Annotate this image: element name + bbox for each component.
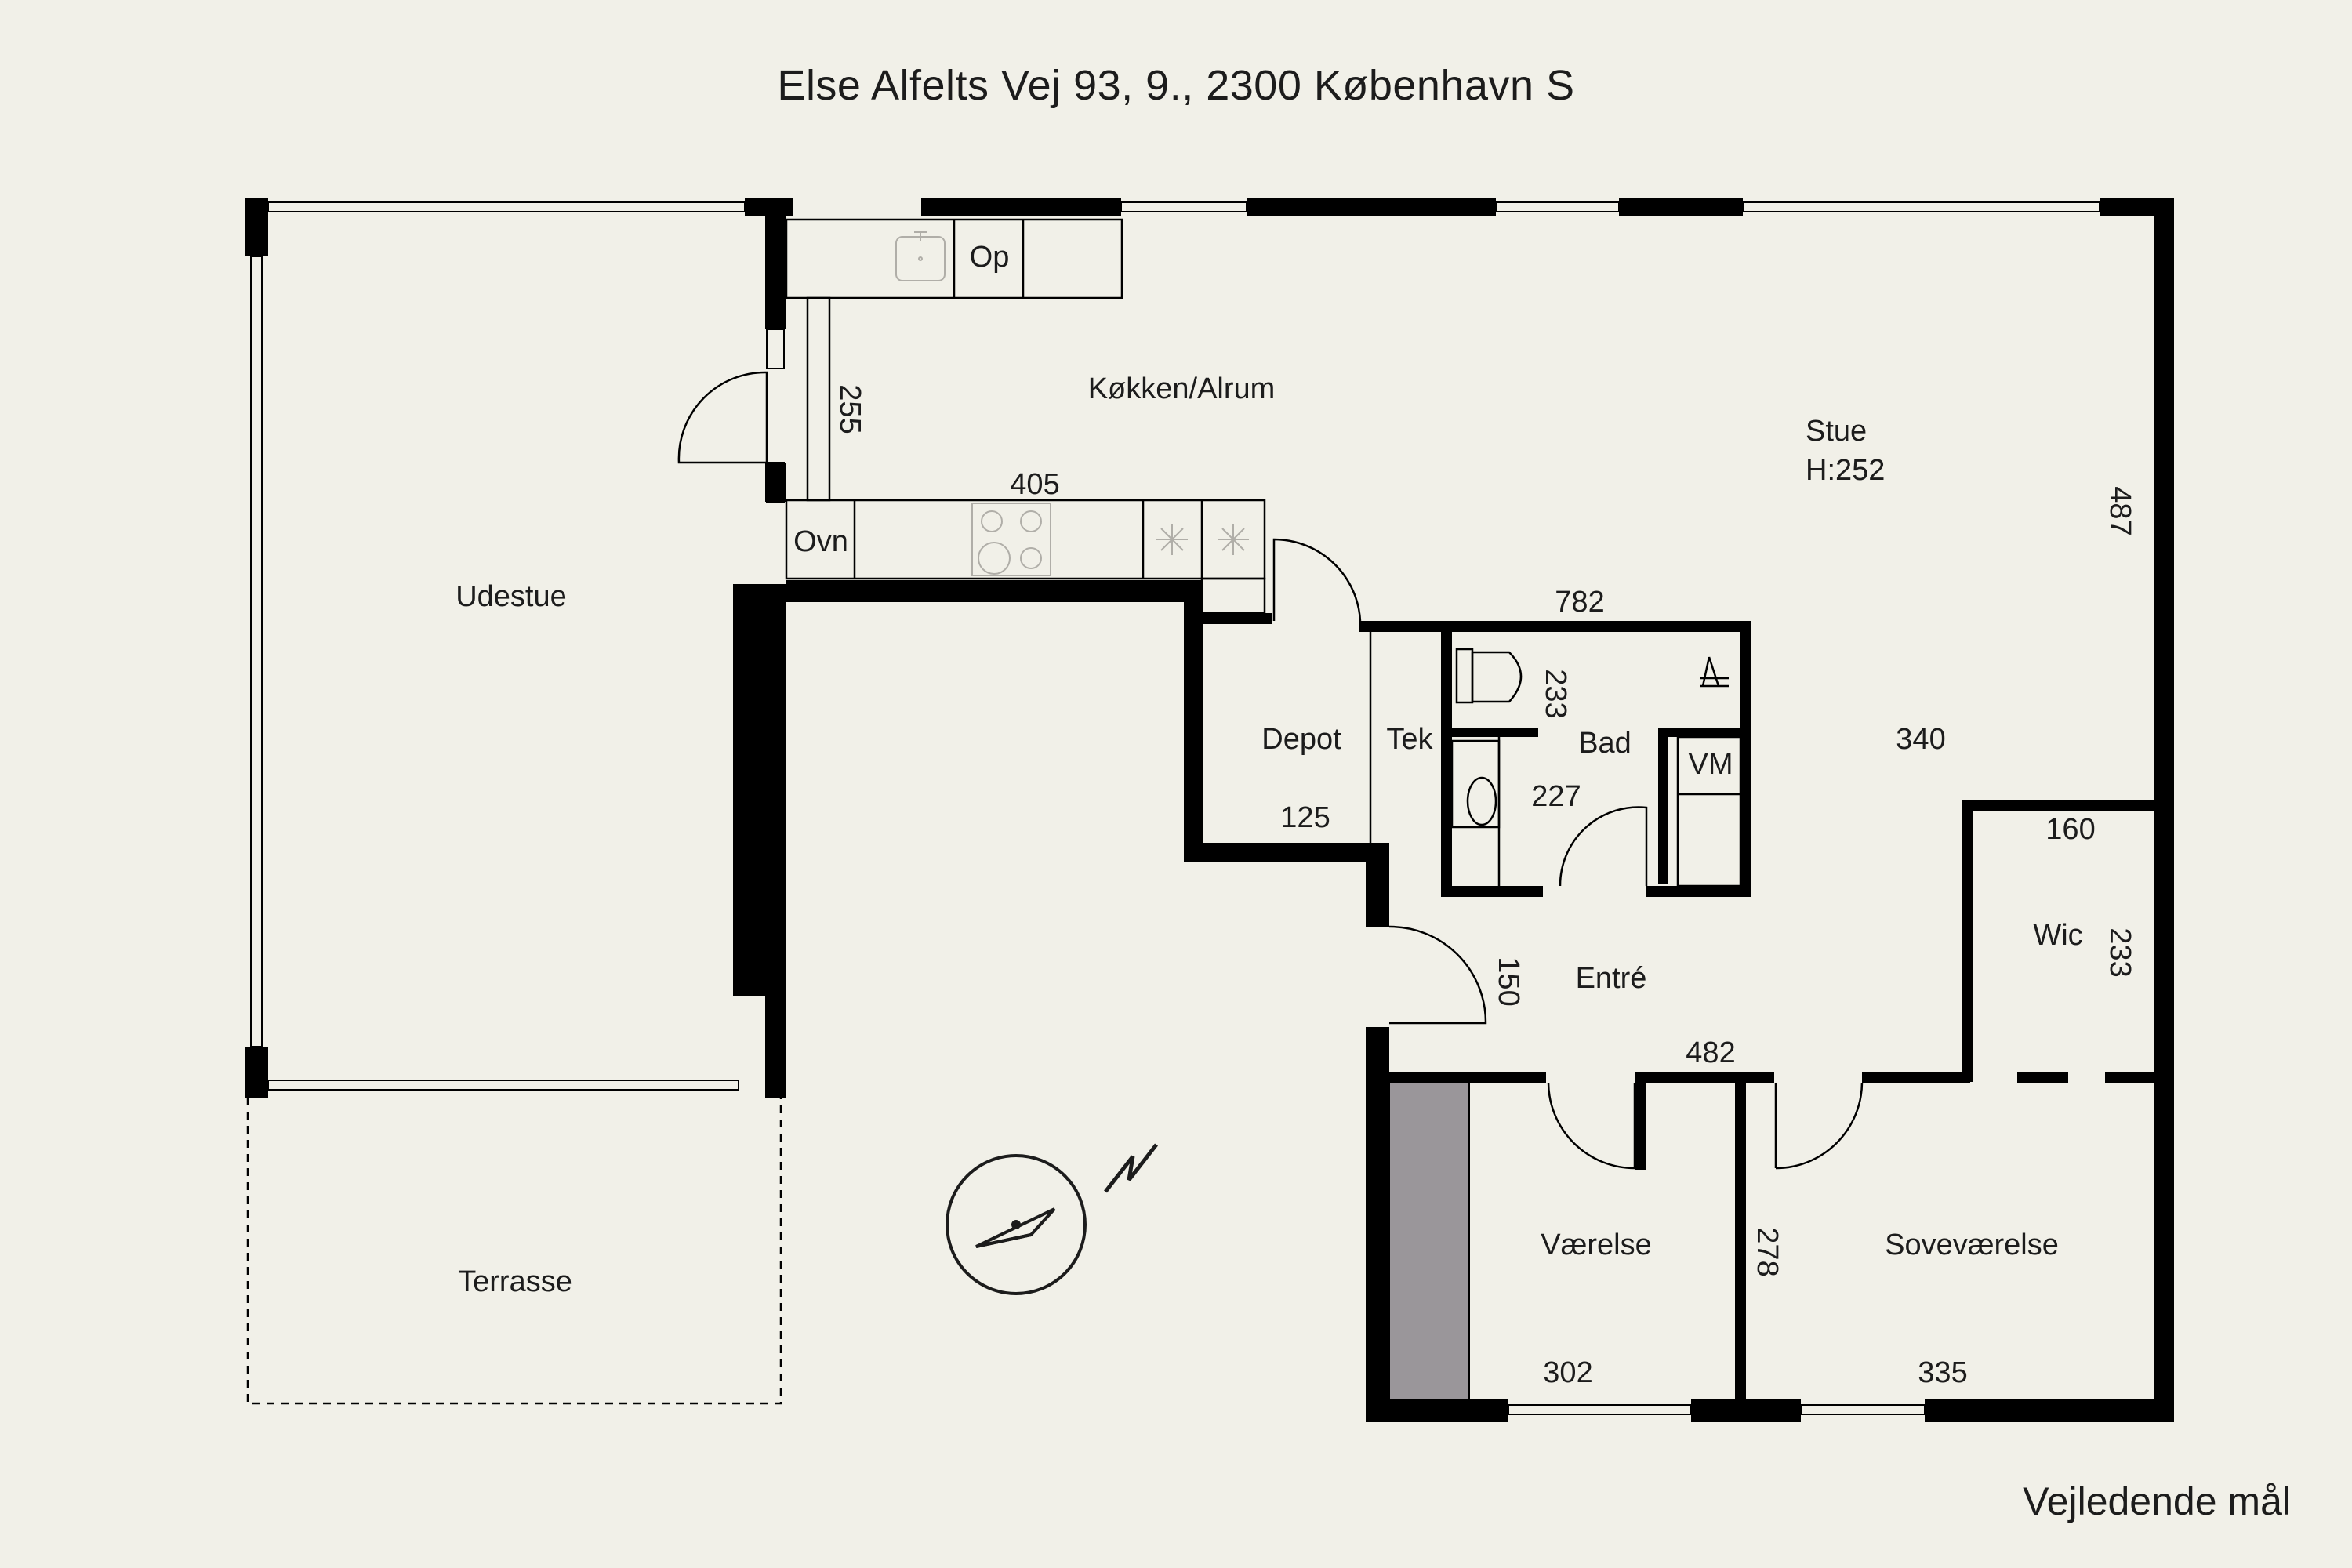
windows bbox=[250, 201, 2100, 1415]
dim-150: 150 bbox=[1492, 956, 1525, 1006]
room-label-kokken: Køkken/Alrum bbox=[1088, 372, 1276, 405]
dim-340: 340 bbox=[1896, 723, 1945, 756]
dim-335: 335 bbox=[1918, 1356, 1967, 1389]
room-label-wic: Wic bbox=[2033, 919, 2082, 952]
dim-125: 125 bbox=[1280, 801, 1330, 834]
room-label-entre: Entré bbox=[1576, 962, 1647, 995]
doors bbox=[677, 371, 1864, 1170]
door-udestue bbox=[677, 371, 768, 464]
dim-487: 487 bbox=[2103, 486, 2136, 535]
dim-160: 160 bbox=[2045, 813, 2095, 846]
dim-278: 278 bbox=[1751, 1227, 1784, 1276]
room-label-terrasse: Terrasse bbox=[458, 1265, 572, 1298]
room-label-depot: Depot bbox=[1261, 723, 1341, 756]
fixture-label-op: Op bbox=[970, 241, 1010, 274]
dim-233-bad: 233 bbox=[1539, 669, 1572, 718]
compass-icon bbox=[946, 1143, 1158, 1295]
door-entre bbox=[1388, 925, 1487, 1025]
room-label-vaerelse: Værelse bbox=[1541, 1229, 1652, 1261]
walls bbox=[245, 198, 2174, 1422]
north-arrow-icon bbox=[1104, 1143, 1158, 1193]
toilet-icon bbox=[1455, 648, 1474, 704]
door-bad bbox=[1559, 806, 1648, 887]
door-sovevaerelse bbox=[1775, 1082, 1864, 1170]
disclaimer-note: Vejledende mål bbox=[2023, 1479, 2291, 1523]
bathroom-fixtures bbox=[1369, 631, 1742, 887]
room-label-bad: Bad bbox=[1578, 727, 1632, 760]
washing-machine bbox=[1676, 735, 1742, 887]
dim-405: 405 bbox=[1010, 468, 1059, 501]
terrace-outline bbox=[246, 1098, 782, 1405]
freezer-icon bbox=[1156, 524, 1249, 555]
dim-482: 482 bbox=[1686, 1036, 1735, 1069]
room-label-stue: Stue bbox=[1806, 415, 1867, 448]
dim-782: 782 bbox=[1555, 586, 1604, 619]
fixture-label-ovn: Ovn bbox=[793, 525, 848, 558]
closet bbox=[1388, 1082, 1470, 1400]
dim-233-wic: 233 bbox=[2103, 927, 2136, 977]
room-label-tek: Tek bbox=[1386, 723, 1433, 756]
cooktop-icon bbox=[971, 503, 1051, 576]
dim-227: 227 bbox=[1531, 780, 1581, 813]
kitchen-counters bbox=[785, 218, 1266, 615]
shower-icon bbox=[1700, 656, 1729, 688]
room-label-vm: VM bbox=[1689, 748, 1733, 781]
sink-icon bbox=[895, 231, 946, 281]
door-depot bbox=[1272, 538, 1362, 622]
dim-302: 302 bbox=[1543, 1356, 1592, 1389]
door-vaerelse bbox=[1547, 1082, 1636, 1170]
room-label-sovevaerelse: Soveværelse bbox=[1885, 1229, 2059, 1261]
room-label-stue-height: H:252 bbox=[1806, 454, 1885, 487]
page-title: Else Alfelts Vej 93, 9., 2300 København … bbox=[777, 62, 1575, 109]
dim-255: 255 bbox=[833, 384, 866, 434]
room-label-udestue: Udestue bbox=[456, 580, 567, 613]
